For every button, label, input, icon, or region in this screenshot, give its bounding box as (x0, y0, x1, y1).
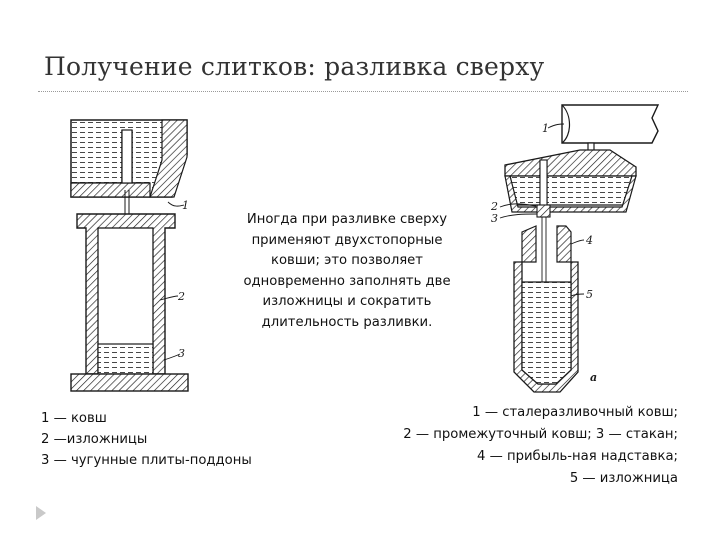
tundish-shape (504, 149, 637, 213)
title-divider (38, 91, 688, 92)
right-label-5: 5 (586, 288, 593, 301)
description-line: ковши; это позволяет (271, 253, 423, 268)
left-pouring-diagram (70, 119, 189, 392)
right-mould-shape (513, 261, 579, 393)
right-label-2: 2 (490, 200, 498, 213)
steel-ladle-shape (561, 104, 660, 158)
right-leader-lines (499, 123, 585, 297)
next-slide-arrow-icon[interactable] (36, 506, 46, 520)
left-label-3: 3 (178, 347, 185, 360)
description-line: длительность разливки. (261, 314, 433, 330)
legend-left-item: 1 — ковш (41, 411, 107, 426)
right-label-3: 3 (491, 212, 498, 225)
description-text: Иногда при разливке сверху применяют дву… (222, 210, 472, 333)
base-plate-shape (70, 373, 189, 392)
legend-left-item: 3 — чугунные плиты-поддоны (41, 453, 252, 468)
left-label-2: 2 (177, 290, 185, 303)
legend-left-item: 2 —изложницы (41, 432, 148, 447)
hot-top-shape (521, 225, 572, 263)
description-line: применяют двухстопорные (251, 232, 443, 248)
left-leader-lines (159, 201, 185, 361)
right-pouring-diagram (499, 104, 660, 393)
right-label-4: 4 (585, 234, 593, 247)
legend-right: 1 — сталеразливочный ковш; 2 — промежуто… (356, 402, 678, 490)
legend-right-item: 4 — прибыль-ная надставка; (477, 449, 678, 464)
legend-right-item: 2 — промежуточный ковш; 3 — стакан; (403, 427, 678, 442)
description-line: Иногда при разливке сверху (246, 212, 448, 227)
ingot-mould-shape (76, 213, 176, 375)
legend-left: 1 — ковш 2 —изложницы 3 — чугунные плиты… (41, 408, 301, 471)
right-label-a: a (590, 371, 597, 384)
description-line: одновременно заполнять две (243, 273, 451, 289)
legend-right-item: 1 — сталеразливочный ковш; (472, 405, 678, 420)
slide-title: Получение слитков: разливка сверху (44, 52, 545, 81)
left-label-1: 1 (182, 199, 189, 212)
description-line: изложницы и сократить (262, 294, 432, 309)
legend-right-item: 5 — изложница (569, 471, 678, 486)
right-label-1: 1 (542, 122, 549, 135)
ladle-shape (70, 119, 188, 198)
